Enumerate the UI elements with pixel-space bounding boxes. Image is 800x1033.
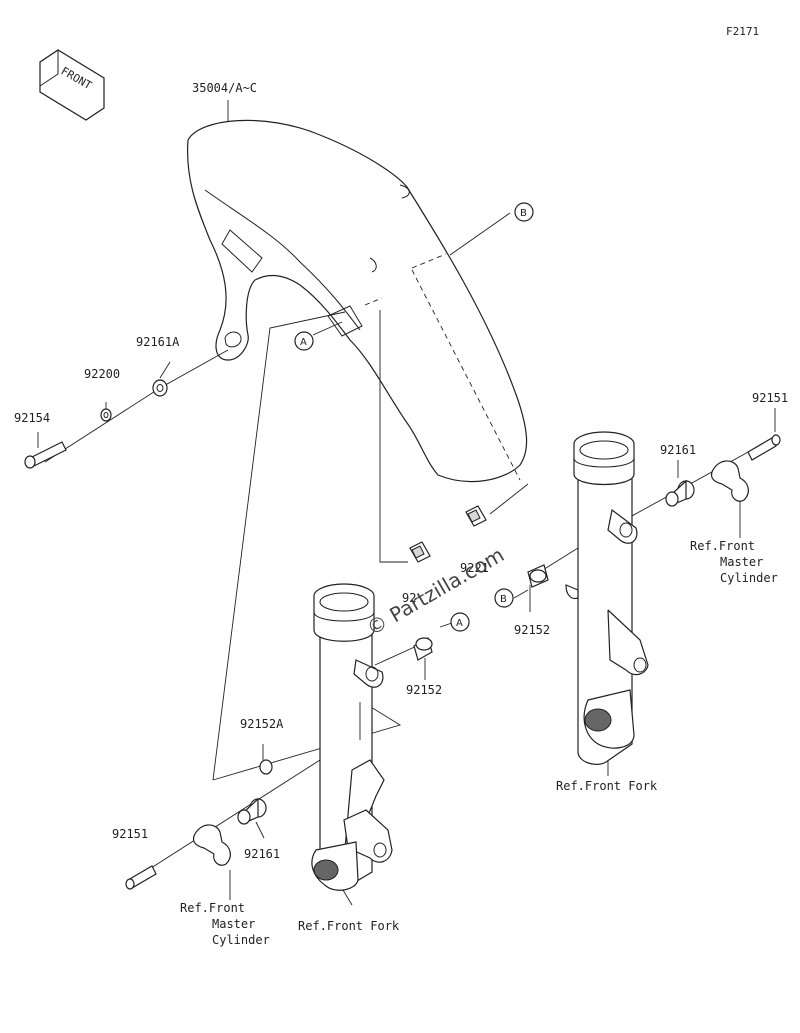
label-bolt-a: 92152	[406, 683, 442, 697]
front-fork-left-shape	[311, 583, 393, 891]
bolt-92154-shape	[24, 441, 67, 469]
svg-text:Master: Master	[212, 917, 255, 931]
svg-text:A: A	[300, 337, 307, 348]
svg-text:Master: Master	[720, 555, 763, 569]
fender-mount-leader-long	[212, 311, 346, 781]
callout-a-bottom: A	[450, 612, 470, 632]
front-fork-right-shape	[565, 431, 649, 765]
label-bolt-92152a: 92152A	[240, 717, 284, 731]
bolt-92151-left-shape	[125, 865, 157, 890]
bolt-92151-right-shape	[747, 434, 781, 461]
label-bolt-b: 92152	[514, 623, 550, 637]
svg-text:A: A	[456, 618, 463, 629]
clip-lower-shape	[409, 541, 431, 563]
ref-master-left: Ref.Front Master Cylinder	[180, 901, 270, 947]
spacer-92161-left-shape	[237, 797, 267, 825]
callout-a-leader-bottom	[439, 622, 453, 628]
label-clip-upper: 9221	[460, 561, 489, 575]
callout-b-bottom: B	[494, 588, 514, 608]
ref-master-right: Ref.Front Master Cylinder	[690, 539, 778, 585]
washer-92200-shape	[100, 408, 112, 422]
spacer-lower-left-leader	[255, 821, 265, 839]
ref-fork-right: Ref.Front Fork	[556, 779, 658, 793]
callout-a-top: A	[294, 331, 314, 351]
callout-b-leader-bottom	[513, 589, 529, 599]
clip-upper-shape	[465, 505, 487, 527]
collar-left-leader	[159, 361, 171, 379]
svg-text:Cylinder: Cylinder	[212, 933, 270, 947]
label-collar-left: 92161A	[136, 335, 180, 349]
watermark: © Partzilla.com	[363, 542, 509, 640]
collar-92161a-shape	[152, 379, 168, 397]
label-spacer-lower-left: 92161	[244, 847, 280, 861]
label-bolt-lower-left: 92151	[112, 827, 148, 841]
figure-code: F2171	[726, 25, 759, 38]
clip-lower-leader	[379, 310, 408, 563]
callout-b-top: B	[514, 202, 534, 222]
svg-text:Cylinder: Cylinder	[720, 571, 778, 585]
bolt-92152-b-shape	[527, 564, 549, 588]
svg-text:Ref.Front: Ref.Front	[690, 539, 755, 553]
bolt-92152-a-shape	[413, 637, 433, 661]
callout-b-leader-top	[449, 212, 511, 256]
master-clamp-right-shape	[710, 460, 749, 502]
callout-a-leader-top	[312, 321, 343, 336]
label-spacer-right: 92161	[660, 443, 696, 457]
label-clip-lower: 92	[402, 591, 416, 605]
label-bolt-left: 92154	[14, 411, 50, 425]
master-clamp-left-shape	[192, 824, 231, 866]
spacer-92161-right-shape	[665, 479, 695, 507]
front-fender-shape	[186, 119, 528, 483]
label-fender: 35004/A~C	[192, 81, 257, 95]
label-bolt-right: 92151	[752, 391, 788, 405]
svg-text:B: B	[500, 594, 507, 605]
label-washer: 92200	[84, 367, 120, 381]
bolt-92152a-shape	[259, 759, 273, 775]
svg-text:B: B	[520, 208, 527, 219]
svg-text:Ref.Front: Ref.Front	[180, 901, 245, 915]
front-arrow-icon: FRONT	[39, 49, 105, 121]
collar-left-axis	[159, 349, 229, 389]
ref-fork-left: Ref.Front Fork	[298, 919, 400, 933]
clip-upper-leader	[489, 483, 529, 515]
bolt-lower-left-axis	[147, 759, 321, 871]
